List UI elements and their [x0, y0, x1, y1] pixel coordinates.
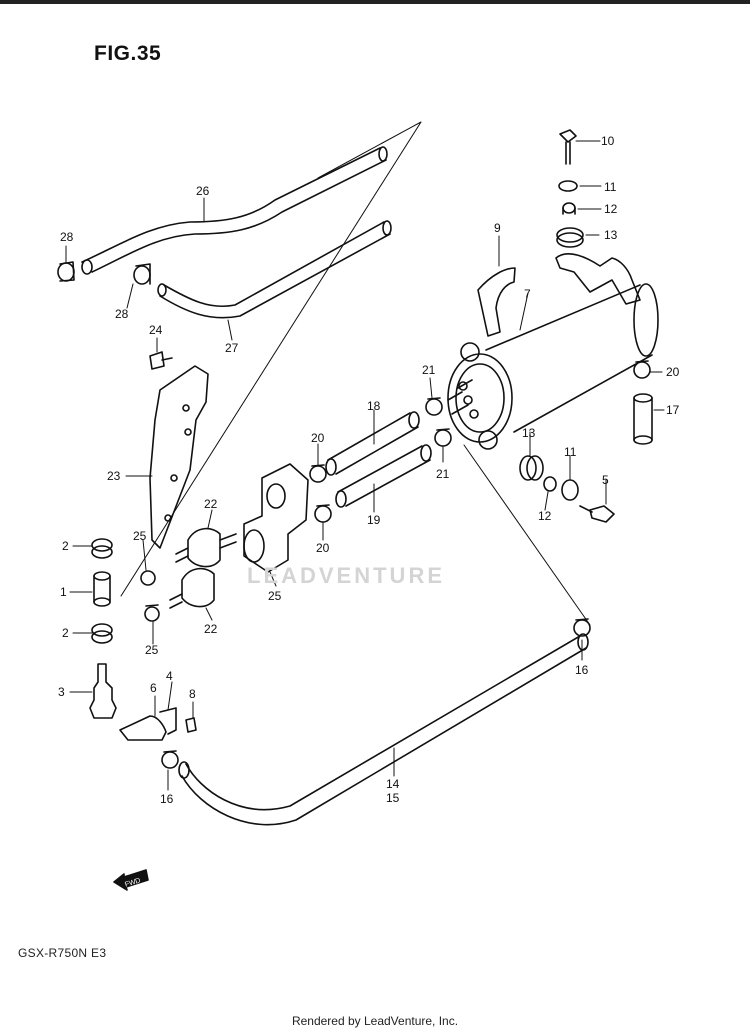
label-7: 7 [524, 287, 531, 301]
bolt-6 [185, 717, 197, 733]
label-20-right: 20 [666, 365, 680, 379]
clamp-21-lower [434, 428, 452, 447]
label-15: 15 [386, 791, 400, 805]
label-16-right: 16 [575, 663, 589, 677]
label-26: 26 [196, 184, 210, 198]
clamp-16-right [573, 618, 591, 637]
bracket-23 [149, 365, 209, 549]
fwd-arrow-icon [113, 869, 149, 891]
guide-lines [120, 121, 591, 626]
clamp-25-lower [144, 604, 160, 622]
strap-8 [477, 267, 516, 337]
hose-19 [335, 444, 432, 508]
washer-11-lower [561, 479, 579, 501]
label-11-top: 11 [604, 180, 617, 194]
model-code: GSX-R750N E3 [18, 946, 107, 960]
label-12-top: 12 [604, 202, 618, 216]
label-16-lower: 16 [160, 792, 174, 806]
bracket-4 [159, 707, 177, 735]
label-8: 9 [494, 221, 501, 235]
part-labels: 28 28 26 27 24 23 2 1 2 3 6 4 8 16 25 25… [58, 134, 680, 889]
label-1: 1 [60, 585, 67, 599]
label-12-lower: 12 [538, 509, 552, 523]
hose-18 [325, 411, 420, 476]
collar-12-lower [543, 476, 557, 492]
clamp-16-lower [161, 750, 179, 769]
label-27: 27 [225, 341, 239, 355]
label-10: 10 [601, 134, 615, 148]
clamp-20-lower [314, 504, 332, 523]
hose-17 [633, 393, 653, 445]
joint-25-large [243, 463, 309, 573]
label-20-upper: 20 [311, 431, 325, 445]
valve-22-upper [175, 527, 237, 568]
label-23: 23 [107, 469, 121, 483]
label-2-upper: 2 [62, 539, 69, 553]
label-13-lower: 13 [522, 426, 536, 440]
label-21-lower: 21 [436, 467, 450, 481]
clamp-28-left [57, 261, 75, 282]
hose-27 [157, 220, 392, 319]
clamp-25-upper [140, 570, 156, 586]
label-21-upper: 21 [422, 363, 436, 377]
label-28-right: 28 [115, 307, 129, 321]
label-25-large: 25 [268, 589, 282, 603]
bolt-24 [149, 351, 173, 370]
bolt-10 [559, 129, 577, 165]
grommet-13-lower [519, 455, 544, 481]
canister-7 [447, 253, 659, 450]
washer-11-top [558, 180, 578, 192]
label-9: 5 [602, 473, 609, 487]
clamp-20-right [633, 360, 651, 379]
label-18: 18 [367, 399, 381, 413]
label-28-left: 28 [60, 230, 74, 244]
hose-26 [81, 146, 388, 275]
clamp-2-upper [91, 538, 113, 559]
label-17: 17 [666, 403, 680, 417]
clamp-28-right [133, 263, 151, 285]
label-22-upper: 22 [204, 497, 218, 511]
footer-credit: Rendered by LeadVenture, Inc. [291, 1014, 459, 1028]
label-25-upper: 25 [133, 529, 147, 543]
fwd-label: FWD [124, 877, 141, 888]
joint-3 [89, 663, 117, 719]
label-20-lower: 20 [316, 541, 330, 555]
clamp-2-lower [91, 623, 113, 644]
leader-lines [65, 140, 665, 791]
label-2-lower: 2 [62, 626, 69, 640]
label-3: 3 [58, 685, 65, 699]
label-22-lower: 22 [204, 622, 218, 636]
bracket-5 [119, 715, 167, 741]
watermark: LEADVENTURE [247, 563, 446, 588]
label-19: 19 [367, 513, 381, 527]
hose-1 [93, 571, 111, 607]
label-24: 24 [149, 323, 163, 337]
label-4: 4 [166, 669, 173, 683]
bolt-9 [579, 505, 615, 523]
label-6: 8 [189, 687, 196, 701]
label-13-top: 13 [604, 228, 618, 242]
collar-12-top [562, 202, 576, 215]
label-25-lower: 25 [145, 643, 159, 657]
clamp-21-upper [425, 397, 443, 416]
grommet-13-top [556, 227, 584, 248]
hose-14-15 [178, 633, 589, 826]
label-11-lower: 11 [564, 445, 577, 459]
valve-22-lower [169, 567, 215, 609]
label-5: 6 [150, 681, 157, 695]
label-14: 14 [386, 777, 400, 791]
figure-title: FIG.35 [94, 42, 162, 65]
clamp-20-upper [309, 464, 327, 483]
top-border [0, 0, 750, 4]
